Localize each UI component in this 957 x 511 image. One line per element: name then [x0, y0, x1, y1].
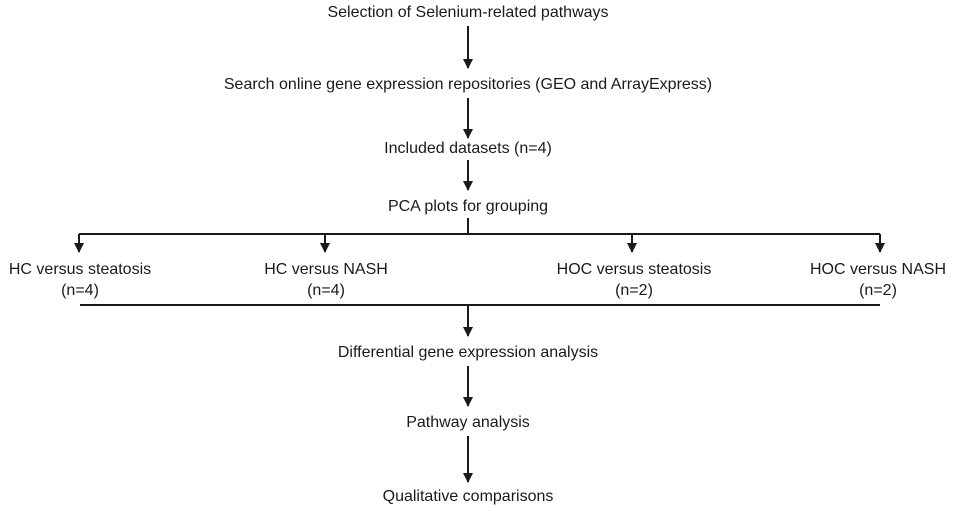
step-selection: Selection of Selenium-related pathways — [327, 4, 609, 21]
group-label: HOC versus NASH — [809, 261, 947, 278]
step-search: Search online gene expression repositori… — [223, 76, 713, 93]
step-differential-expression: Differential gene expression analysis — [337, 344, 599, 361]
step-pathway-analysis: Pathway analysis — [406, 414, 530, 431]
group-label: HOC versus steatosis — [556, 261, 712, 278]
group-count: (n=2) — [859, 282, 897, 299]
group-hc-steatosis: HC versus steatosis (n=4) — [9, 259, 151, 301]
group-count: (n=4) — [61, 282, 99, 299]
group-count: (n=4) — [307, 282, 345, 299]
step-pca-plots: PCA plots for grouping — [387, 198, 549, 215]
group-hoc-steatosis: HOC versus steatosis (n=2) — [557, 259, 712, 301]
group-hc-nash: HC versus NASH (n=4) — [264, 259, 388, 301]
group-hoc-nash: HOC versus NASH (n=2) — [810, 259, 946, 301]
group-label: HC versus NASH — [264, 261, 388, 278]
step-included-datasets: Included datasets (n=4) — [384, 140, 552, 157]
group-label: HC versus steatosis — [8, 261, 152, 278]
group-count: (n=2) — [615, 282, 653, 299]
step-qualitative-comparisons: Qualitative comparisons — [382, 488, 554, 505]
